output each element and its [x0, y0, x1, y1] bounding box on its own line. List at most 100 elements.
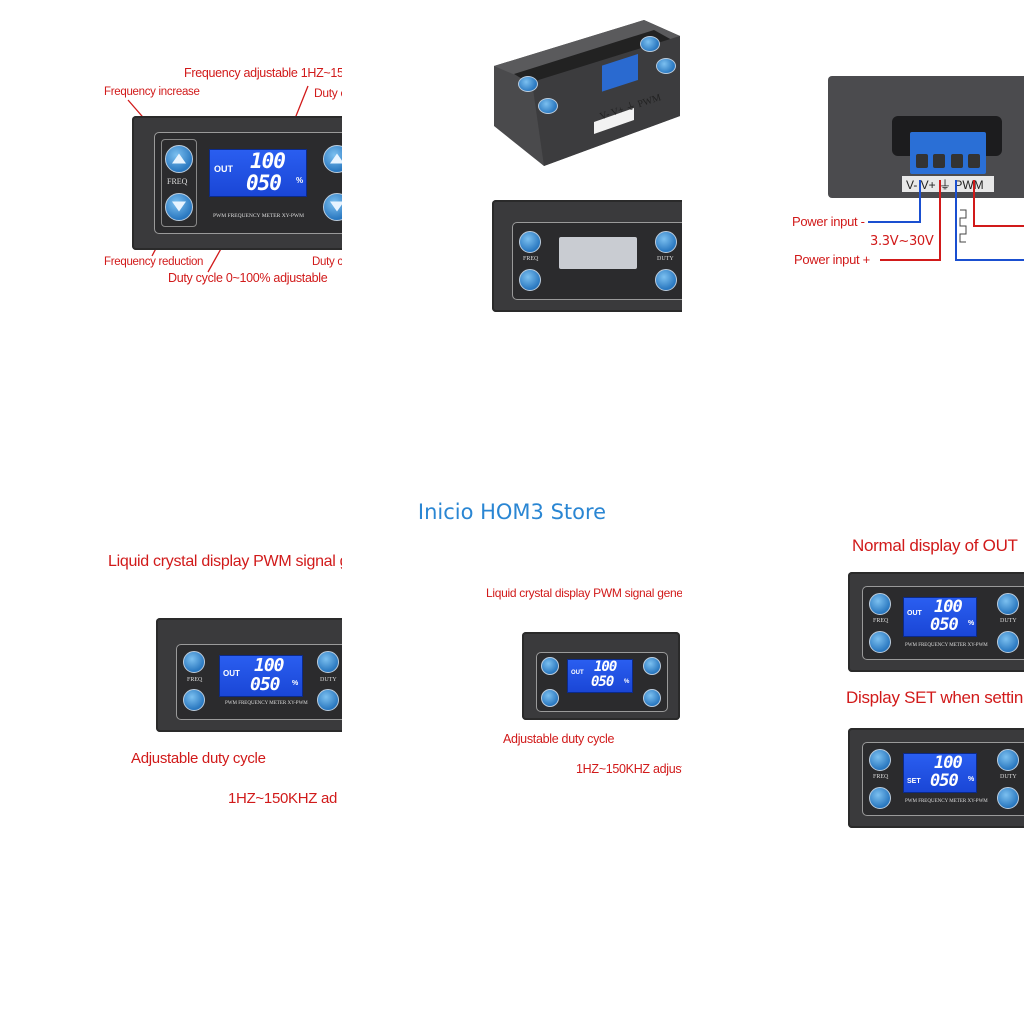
duty-up-button[interactable]: [323, 145, 342, 173]
freq-reduction-label: Frequency reduction: [104, 256, 204, 268]
duty-down-button[interactable]: [323, 193, 342, 221]
freq-increase-label: Frequency increase: [104, 86, 200, 98]
freq-up-4: [183, 651, 205, 673]
module-face: FREQ OUT 100 050 % PWM FREQUENCY METER X…: [154, 132, 342, 234]
duty-value-5: 050: [591, 674, 614, 690]
lcd-display: OUT 100 050 %: [209, 149, 307, 197]
out-indicator: OUT: [214, 164, 233, 174]
duty-value-6b: 050: [930, 771, 959, 791]
pct-4: %: [292, 680, 299, 687]
set-indicator: SET: [907, 778, 921, 785]
blank-lcd: [559, 237, 637, 269]
module-face-6b: FREQ SET 100 050 % PWM FREQUENCY METER X…: [862, 742, 1024, 816]
freq-value-5: 100: [594, 659, 617, 675]
range-label-5: 1HZ~150KHZ adjusta: [576, 762, 682, 776]
product-tile-1[interactable]: Frequency adjustable 1HZ~15 Duty c Frequ…: [98, 58, 342, 298]
duty-bottom-label: Duty cycle 0~100% adjustable: [168, 271, 328, 285]
product-tile-6[interactable]: Normal display of OUT FREQ OUT 100 050 %…: [840, 530, 1024, 840]
freq-up-5: [541, 657, 559, 675]
product-tile-2[interactable]: V- V+ ⏚ PWM FREQ DUTY: [470, 10, 682, 320]
pwm-module-6b: FREQ SET 100 050 % PWM FREQUENCY METER X…: [848, 728, 1024, 828]
duty-label-6b: DUTY: [1000, 774, 1017, 780]
terminal-screws: [916, 154, 980, 172]
duty-down-5: [643, 689, 661, 707]
module-angled-shape: [494, 20, 680, 166]
duty-up-5: [643, 657, 661, 675]
front-freq-label: FREQ: [523, 256, 539, 262]
screw-3: [950, 154, 963, 168]
caption-6a: PWM FREQUENCY METER XY-PWM: [905, 643, 988, 648]
duty-label-4: DUTY: [320, 677, 337, 683]
freq-down-4: [183, 689, 205, 711]
pwm-module-1: FREQ OUT 100 050 % PWM FREQUENCY METER X…: [132, 116, 342, 250]
freq-up-6b: [869, 749, 891, 771]
frequency-value: 100: [250, 149, 286, 173]
duty-right-label: Duty c: [312, 256, 342, 268]
duty-value: 050: [246, 171, 282, 195]
angled-btn-1: [518, 76, 538, 92]
front-up-left: [519, 231, 541, 253]
screw-2: [933, 154, 946, 168]
store-link[interactable]: Inicio HOM3 Store: [417, 500, 607, 524]
module-face-4: FREQ OUT 100 050 % PWM FREQUENCY METER X…: [176, 644, 342, 720]
lcd-6a: OUT 100 050 %: [903, 597, 977, 637]
voltage-range: 3.3V~30V: [870, 234, 934, 249]
freq-down-5: [541, 689, 559, 707]
terminal-label-plate: [902, 176, 994, 192]
module-angled: V- V+ ⏚ PWM: [484, 16, 680, 166]
duty-up-6b: [997, 749, 1019, 771]
screw-4: [967, 154, 980, 168]
adjustable-duty-label-5: Adjustable duty cycle: [503, 732, 615, 746]
front-duty-label: DUTY: [657, 256, 674, 262]
set-display-label: Display SET when settin: [846, 688, 1024, 707]
front-down-left: [519, 269, 541, 291]
out-5: OUT: [571, 670, 584, 676]
freq-button-label: FREQ: [167, 177, 188, 186]
freq-down-6a: [869, 631, 891, 653]
screw-1: [916, 154, 928, 168]
duty-down-6a: [997, 631, 1019, 653]
freq-label-6b: FREQ: [873, 774, 889, 780]
pwm-module-5: OUT 100 050 %: [522, 632, 680, 720]
duty-up-4: [317, 651, 339, 673]
lcd-4: OUT 100 050 %: [219, 655, 303, 697]
terminal-label: V- V+ ⏚ PWM: [906, 178, 984, 192]
out-6a: OUT: [907, 610, 922, 617]
normal-display-label: Normal display of OUT: [852, 536, 1018, 555]
power-input-minus: Power input -: [792, 214, 865, 229]
product-tile-5[interactable]: Liquid crystal display PWM signal gene O…: [470, 582, 682, 782]
freq-down-6b: [869, 787, 891, 809]
duty-value-4: 050: [250, 674, 280, 695]
pct-5: %: [624, 679, 630, 685]
duty-value-6a: 050: [930, 615, 959, 635]
caption-4: PWM FREQUENCY METER XY-PWM: [225, 701, 308, 706]
angled-btn-3: [640, 36, 660, 52]
pct-6a: %: [968, 620, 975, 627]
product-tile-4[interactable]: Liquid crystal display PWM signal g FREQ…: [98, 548, 342, 818]
freq-value-4: 100: [254, 655, 284, 676]
out-4: OUT: [223, 669, 240, 678]
pwm-module-4: FREQ OUT 100 050 % PWM FREQUENCY METER X…: [156, 618, 342, 732]
freq-up-button[interactable]: [165, 145, 193, 173]
pct-6b: %: [968, 776, 975, 783]
angled-btn-2: [538, 98, 558, 114]
wiring-diagram: [868, 180, 1024, 261]
caption-6b: PWM FREQUENCY METER XY-PWM: [905, 799, 988, 804]
product-tile-3[interactable]: V- V+ ⏚ PWM Power input - 3.3V~30V Power…: [786, 70, 1024, 280]
range-label: 1HZ~150KHZ ad: [228, 790, 338, 807]
freq-label-4: FREQ: [187, 677, 203, 683]
lcd-pwm-title-5: Liquid crystal display PWM signal gene: [486, 586, 682, 600]
freq-value-6b: 100: [934, 753, 963, 773]
module-face-6a: FREQ OUT 100 050 % PWM FREQUENCY METER X…: [862, 586, 1024, 660]
module-face-5: OUT 100 050 %: [536, 652, 668, 712]
freq-adjustable-label: Frequency adjustable 1HZ~15: [184, 66, 342, 80]
freq-button-rail: [161, 139, 197, 227]
lcd-5: OUT 100 050 %: [567, 659, 633, 693]
duty-label-6a: DUTY: [1000, 618, 1017, 624]
freq-up-6a: [869, 593, 891, 615]
freq-down-button[interactable]: [165, 193, 193, 221]
adjustable-duty-label: Adjustable duty cycle: [131, 750, 266, 767]
pwm-module-6a: FREQ OUT 100 050 % PWM FREQUENCY METER X…: [848, 572, 1024, 672]
module-caption: PWM FREQUENCY METER XY-PWM: [213, 213, 305, 219]
percent-sign: %: [296, 176, 304, 185]
